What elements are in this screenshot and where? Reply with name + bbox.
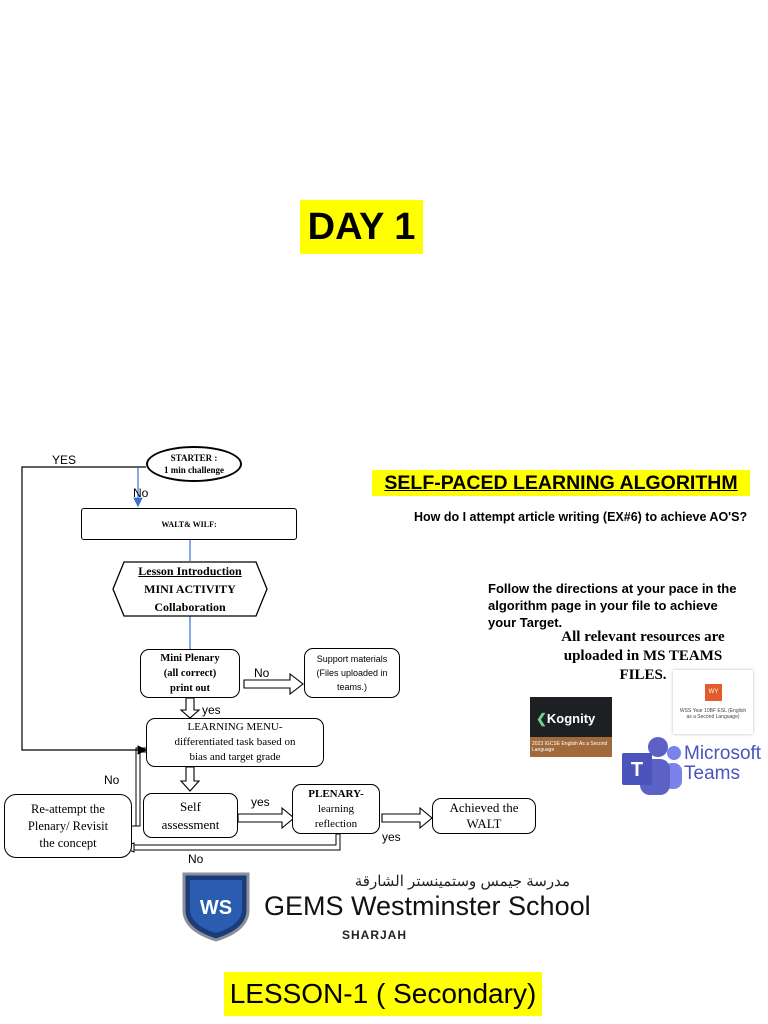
gems-arabic-name: مدرسة جيمس وستمينستر الشارقة	[354, 873, 570, 890]
gems-shield-icon: WS	[182, 872, 250, 942]
walt-label: WALT& WILF:	[161, 519, 217, 529]
plenary-line2: learning	[317, 802, 355, 815]
label-yes-loop: YES	[52, 453, 77, 467]
intro-line2: MINI ACTIVITY	[144, 582, 236, 596]
achieved-walt-box: Achieved the WALT	[432, 798, 536, 834]
support-line3: teams.)	[336, 682, 367, 692]
label-no-starter: No	[133, 486, 149, 500]
reattempt-line1: Re-attempt the	[31, 801, 105, 816]
algorithm-title: SELF-PACED LEARNING ALGORITHM	[372, 470, 750, 496]
starter-node: STARTER : 1 min challenge	[146, 446, 242, 482]
kognity-caption: 2023 IGCSE English As a Second Language	[532, 741, 608, 753]
menu-line2: differentiated task based on	[174, 736, 296, 748]
lesson-title: LESSON-1 ( Secondary)	[224, 972, 542, 1016]
plenary-box: PLENARY- learning reflection	[292, 784, 380, 834]
intro-text: Lesson Introduction MINI ACTIVITY Collab…	[112, 561, 268, 617]
intro-hexagon	[112, 561, 268, 617]
intro-line1: Lesson Introduction	[138, 564, 242, 578]
walt-wilf-box: WALT& WILF:	[81, 508, 297, 540]
label-no-left: No	[104, 773, 120, 787]
achieved-line2: WALT	[466, 816, 502, 831]
support-line2: (Files uploaded in	[316, 668, 388, 678]
menu-line3: bias and target grade	[189, 751, 281, 763]
kognity-wordmark: ❮Kognity	[536, 711, 595, 727]
label-no-mini: No	[254, 666, 270, 680]
teams-line1: Microsoft	[684, 743, 762, 764]
label-yes-mini: yes	[202, 703, 221, 717]
resources-text: All relevant resources are uploaded in M…	[561, 629, 725, 683]
label-yes-plenary: yes	[382, 830, 401, 844]
support-line1: Support materials	[316, 654, 388, 664]
mini-plenary-line2: (all correct)	[163, 668, 217, 679]
label-no-bottom: No	[188, 852, 204, 866]
mini-plenary-box: Mini Plenary (all correct) print out	[140, 649, 240, 698]
self-line2: assessment	[161, 816, 220, 832]
svg-text:T: T	[631, 759, 643, 781]
gems-emblem-text: WS	[200, 897, 232, 919]
plenary-line1: PLENARY-	[308, 787, 364, 800]
kognity-logo: ❮Kognity 2023 IGCSE English As a Second …	[530, 697, 612, 757]
plenary-line3: reflection	[314, 817, 358, 830]
day-title: DAY 1	[300, 200, 423, 254]
directions-text: Follow the directions at your pace in th…	[488, 581, 737, 630]
algorithm-question: How do I attempt article writing (EX#6) …	[414, 510, 748, 524]
teams-icon: T	[622, 737, 682, 795]
teams-wordmark: Microsoft Teams	[684, 744, 761, 784]
class-caption: WSS Year 10BF ESL (English as a Second L…	[679, 708, 747, 720]
teams-line2: Teams	[684, 763, 740, 784]
reattempt-box: Re-attempt the Plenary/ Revisit the conc…	[4, 794, 132, 858]
self-line1: Self	[180, 798, 201, 814]
learning-menu-box: LEARNING MENU- differentiated task based…	[146, 718, 324, 767]
label-yes-self: yes	[251, 795, 270, 809]
menu-line1: LEARNING MENU-	[187, 721, 283, 733]
support-materials-box: Support materials (Files uploaded in tea…	[304, 648, 400, 698]
kognity-name: Kognity	[546, 711, 596, 726]
kognity-mark-icon: ❮	[536, 711, 547, 726]
intro-line3: Collaboration	[154, 600, 226, 614]
starter-line2: 1 min challenge	[164, 465, 224, 475]
mini-plenary-line3: print out	[170, 683, 210, 694]
class-badge: WY	[705, 684, 722, 701]
reattempt-line3: the concept	[39, 835, 97, 850]
reattempt-line2: Plenary/ Revisit	[27, 818, 109, 833]
class-card[interactable]: WY WSS Year 10BF ESL (English as a Secon…	[673, 670, 753, 734]
kognity-banner	[530, 737, 612, 757]
mini-plenary-line1: Mini Plenary	[160, 653, 220, 664]
gems-school-name: GEMS Westminster School	[264, 891, 591, 921]
achieved-line1: Achieved the	[449, 800, 519, 815]
gems-city: SHARJAH	[342, 928, 408, 942]
self-assessment-box: Self assessment	[143, 793, 238, 838]
starter-line1: STARTER :	[170, 453, 218, 463]
